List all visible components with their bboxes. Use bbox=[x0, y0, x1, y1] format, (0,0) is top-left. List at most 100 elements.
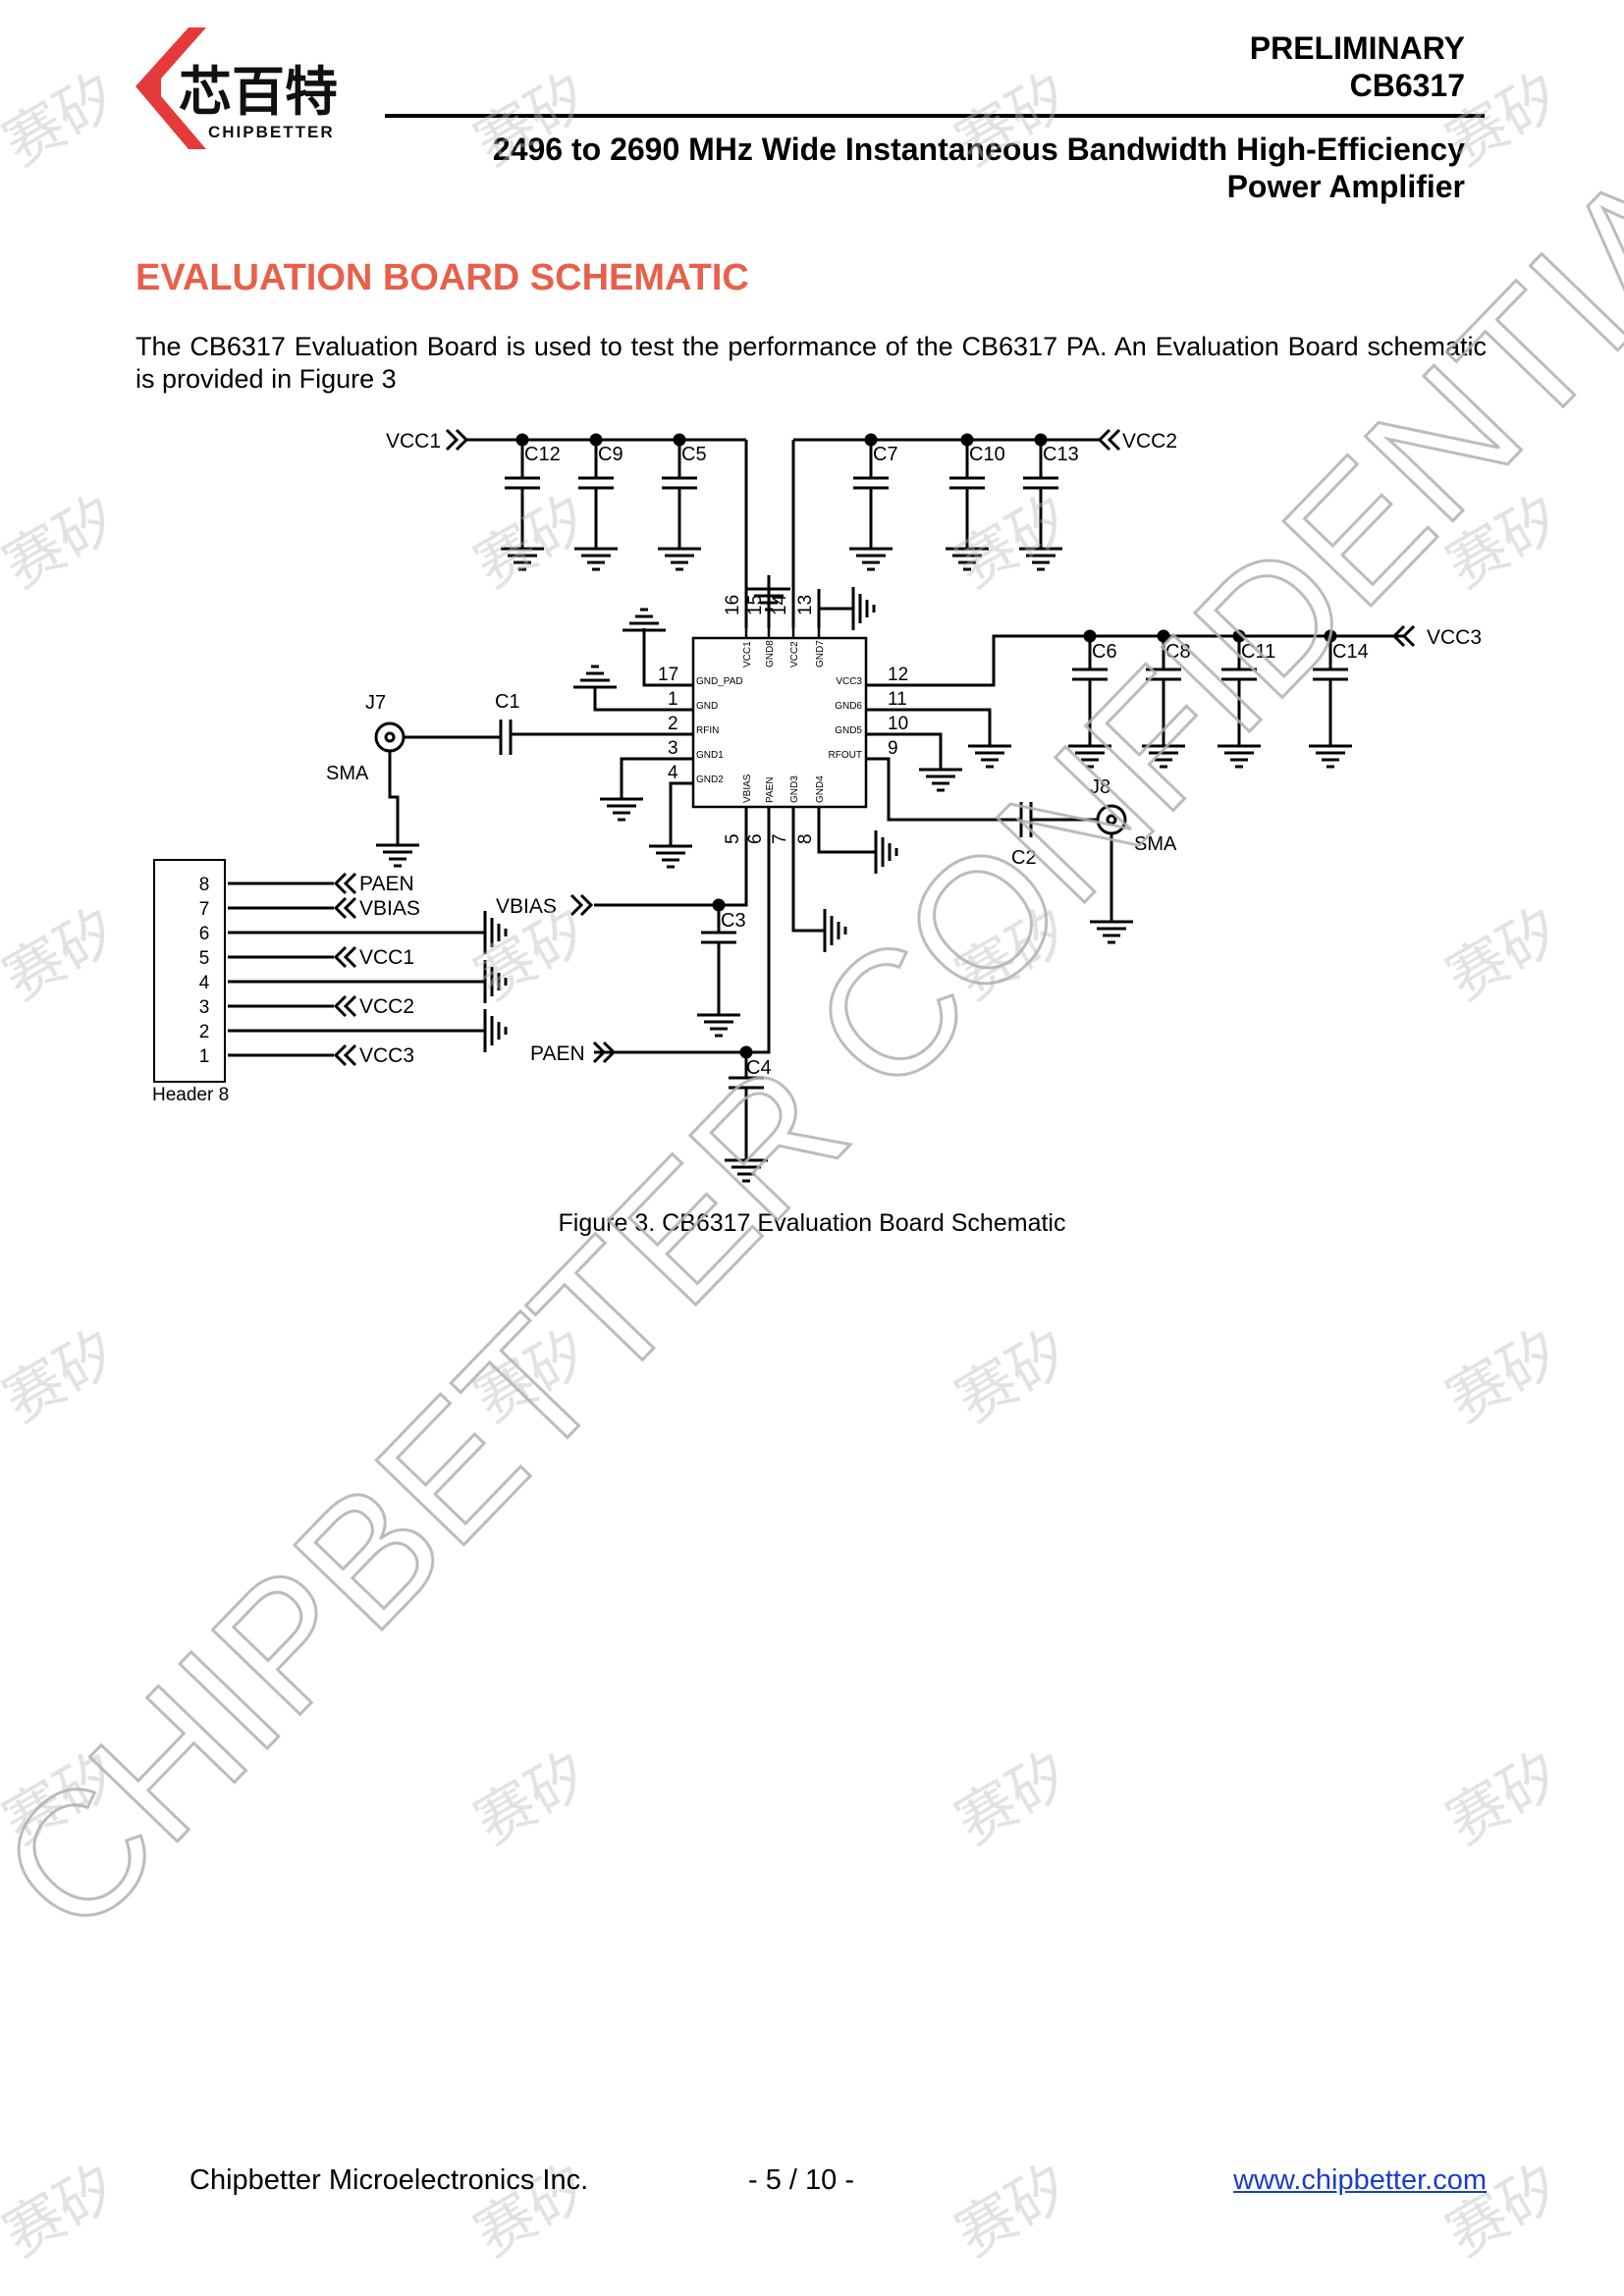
logo-english-text: CHIPBETTER bbox=[208, 123, 335, 141]
ic-pin-name-12: VCC3 bbox=[836, 676, 862, 687]
header-net-vcc3: VCC3 bbox=[359, 1044, 414, 1067]
svg-text:J7: J7 bbox=[365, 692, 386, 714]
capacitor-c1: C1 bbox=[495, 691, 520, 755]
ic-pin-name-8: GND4 bbox=[815, 775, 826, 803]
footer-company: Chipbetter Microelectronics Inc. bbox=[189, 2164, 589, 2196]
svg-text:C14: C14 bbox=[1332, 641, 1369, 663]
ic-pin-name-9: RFOUT bbox=[829, 750, 862, 761]
document-title-line1: 2496 to 2690 MHz Wide Instantaneous Band… bbox=[492, 132, 1465, 167]
footer-website-link[interactable]: www.chipbetter.com bbox=[1233, 2164, 1487, 2196]
header-pin-7: 7 bbox=[199, 899, 210, 920]
ic-pin-name-10: GND5 bbox=[835, 725, 862, 736]
net-label-vcc1: VCC1 bbox=[386, 430, 441, 453]
cb6317-ic bbox=[691, 636, 868, 809]
capacitor-c14: C14 bbox=[1307, 629, 1369, 769]
header-net-paen: PAEN bbox=[359, 873, 414, 895]
net-label-vcc2: VCC2 bbox=[1122, 430, 1177, 453]
capacitor-c13: C13 bbox=[1017, 433, 1079, 571]
header-net-vcc2: VCC2 bbox=[359, 995, 414, 1018]
header-rule bbox=[385, 114, 1485, 118]
figure-caption: Figure 3. CB6317 Evaluation Board Schema… bbox=[558, 1209, 1066, 1237]
capacitor-c7: C7 bbox=[847, 433, 898, 571]
capacitor-c4: C4 bbox=[723, 1045, 772, 1183]
pin-number-14: 14 bbox=[770, 594, 790, 615]
logo-chevron-mark bbox=[135, 27, 206, 149]
svg-text:C9: C9 bbox=[598, 444, 623, 465]
header-pin-3: 3 bbox=[199, 997, 210, 1018]
svg-text:C10: C10 bbox=[969, 444, 1005, 465]
header-pin-6: 6 bbox=[199, 924, 210, 944]
pin-number-6: 6 bbox=[745, 833, 766, 844]
ic-pin-name-13: GND7 bbox=[815, 640, 826, 667]
watermark-tile: 赛矽 bbox=[946, 2153, 1080, 2269]
ic-pin-name-2: RFIN bbox=[696, 725, 719, 736]
pin-number-17: 17 bbox=[658, 665, 678, 685]
svg-text:C12: C12 bbox=[524, 444, 561, 465]
svg-text:C3: C3 bbox=[721, 910, 746, 932]
header-net-vcc1: VCC1 bbox=[359, 946, 414, 969]
watermark-tile: 赛矽 bbox=[946, 1318, 1080, 1434]
capacitor-c6: C6 bbox=[1066, 629, 1117, 769]
watermark-tile: 赛矽 bbox=[0, 1318, 128, 1434]
capacitor-c5: C5 bbox=[656, 433, 707, 571]
ic-pin-name-6: PAEN bbox=[765, 777, 776, 804]
ic-pin-name-5: VBIAS bbox=[742, 774, 753, 803]
header-label: Header 8 bbox=[152, 1085, 229, 1105]
svg-text:SMA: SMA bbox=[1134, 833, 1177, 855]
svg-text:C13: C13 bbox=[1043, 444, 1079, 465]
ic-pin-name-3: GND1 bbox=[696, 750, 724, 761]
header-net-vbias: VBIAS bbox=[359, 897, 420, 920]
footer-page-number: - 5 / 10 - bbox=[748, 2164, 854, 2196]
ic-pin-name-7: GND3 bbox=[789, 775, 800, 803]
svg-text:C6: C6 bbox=[1092, 641, 1117, 663]
ic-pin-name-11: GND6 bbox=[835, 701, 862, 712]
watermark-tile: 赛矽 bbox=[0, 1740, 128, 1856]
svg-text:C8: C8 bbox=[1165, 641, 1191, 663]
capacitor-c8: C8 bbox=[1140, 629, 1191, 769]
header-pin-1: 1 bbox=[199, 1046, 210, 1067]
header-pin-2: 2 bbox=[199, 1022, 210, 1042]
pin-number-11: 11 bbox=[888, 689, 907, 710]
watermark-tile: 赛矽 bbox=[1436, 1318, 1571, 1434]
pin-number-3: 3 bbox=[668, 738, 678, 759]
status-label: PRELIMINARY bbox=[1249, 30, 1465, 66]
svg-text:C11: C11 bbox=[1241, 641, 1275, 663]
watermark-tile: 赛矽 bbox=[464, 1318, 599, 1434]
ic-pin-name-1: GND bbox=[696, 701, 718, 712]
ic-pin-name-15: GND8 bbox=[765, 640, 776, 667]
pin-number-12: 12 bbox=[888, 665, 908, 685]
pin-number-16: 16 bbox=[723, 595, 743, 615]
ic-pin-name-16: VCC1 bbox=[742, 641, 753, 667]
pin-number-5: 5 bbox=[723, 833, 743, 844]
pin-number-10: 10 bbox=[888, 714, 908, 734]
intro-paragraph: The CB6317 Evaluation Board is used to t… bbox=[135, 332, 1487, 394]
svg-text:C7: C7 bbox=[873, 444, 898, 465]
capacitor-c2: C2 bbox=[1011, 802, 1098, 869]
watermark-tile: 赛矽 bbox=[464, 1740, 599, 1856]
section-title: EVALUATION BOARD SCHEMATIC bbox=[135, 257, 749, 298]
ic-pin-name-4: GND2 bbox=[696, 774, 724, 785]
net-label-vbias: VBIAS bbox=[496, 895, 557, 918]
chipbetter-logo: 芯百特 CHIPBETTER bbox=[135, 27, 338, 149]
watermark-tile: 赛矽 bbox=[0, 2153, 128, 2269]
svg-text:J8: J8 bbox=[1090, 776, 1110, 798]
capacitor-c9: C9 bbox=[572, 433, 623, 571]
pin-number-7: 7 bbox=[770, 833, 790, 844]
svg-text:C5: C5 bbox=[681, 444, 707, 465]
pin-number-15: 15 bbox=[745, 595, 766, 615]
capacitor-c10: C10 bbox=[944, 433, 1005, 571]
net-label-paen: PAEN bbox=[530, 1042, 585, 1065]
svg-text:SMA: SMA bbox=[326, 763, 369, 784]
capacitor-c3: C3 bbox=[695, 898, 746, 1038]
watermark-tile: 赛矽 bbox=[1436, 1740, 1571, 1856]
pin-number-9: 9 bbox=[888, 738, 898, 759]
ic-pin-name-17: GND_PAD bbox=[696, 676, 743, 687]
header-pin-5: 5 bbox=[199, 948, 210, 969]
capacitor-c12: C12 bbox=[499, 433, 561, 571]
ic-pin-name-14: VCC2 bbox=[789, 641, 800, 667]
pin-number-8: 8 bbox=[795, 833, 816, 844]
logo-chinese-text: 芯百特 bbox=[179, 63, 338, 122]
pin-number-4: 4 bbox=[668, 763, 678, 783]
pin-number-13: 13 bbox=[795, 595, 816, 615]
connector-j7: J7 SMA bbox=[326, 692, 501, 868]
